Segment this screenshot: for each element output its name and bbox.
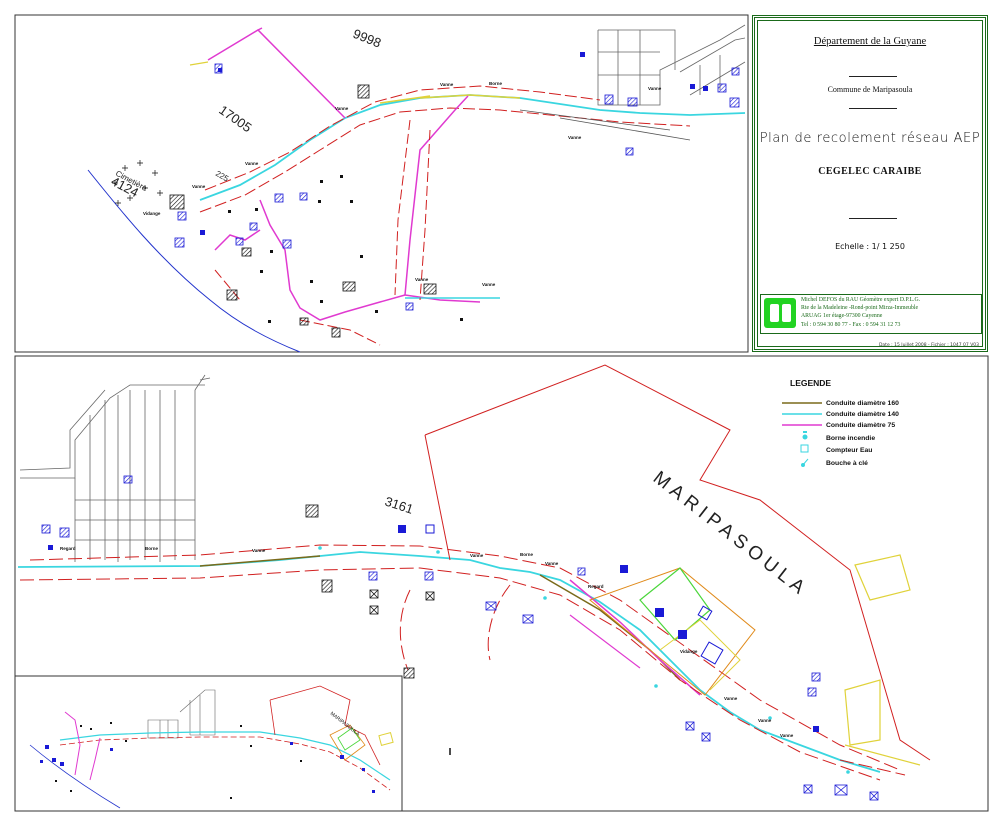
- svg-text:Regard: Regard: [588, 584, 604, 589]
- svg-text:Borne: Borne: [145, 546, 158, 551]
- commune-title: Commune de Maripasoula: [827, 85, 913, 94]
- legend-label-hydrant: Borne incendie: [826, 435, 875, 442]
- legend-label-160: Conduite diamètre 160: [826, 400, 899, 407]
- parcel-label-9998: 9998: [351, 26, 383, 51]
- legend-label-75: Conduite diamètre 75: [826, 422, 895, 429]
- vanne-label: Vanne: [440, 82, 454, 87]
- hydrant-icon: [802, 431, 808, 440]
- svg-text:Vanne: Vanne: [545, 561, 559, 566]
- svg-text:Vanne: Vanne: [758, 718, 772, 723]
- legend-title: LEGENDE: [790, 378, 831, 388]
- water-meter-icon: [800, 444, 809, 453]
- svg-text:Vanne: Vanne: [482, 282, 496, 287]
- surveyor-line: Rte de la Madeleine -Rond-point Mirza-Im…: [801, 305, 919, 312]
- scale-label: Echelle : 1/ 1 250: [835, 242, 905, 251]
- divider: [849, 218, 897, 219]
- svg-text:Vanne: Vanne: [252, 548, 266, 553]
- surveyor-line: ARUAG 1er étage-97300 Cayenne: [801, 313, 883, 320]
- valve-key-icon: [801, 458, 809, 467]
- parcel-label-17005: 17005: [216, 102, 254, 135]
- parcel-label-225: 225: [214, 169, 231, 184]
- title-block-inner-border: [757, 20, 983, 347]
- svg-text:Vanne: Vanne: [780, 733, 794, 738]
- svg-text:Vanne: Vanne: [568, 135, 582, 140]
- legend-label-meter: Compteur Eau: [826, 447, 872, 454]
- divider: [849, 108, 897, 109]
- top-map-frame: [14, 14, 749, 353]
- department-title: Département de la Guyane: [813, 36, 927, 47]
- surveyor-line: Michel DEFOS du RAU Géomètre expert D.P.…: [801, 297, 921, 303]
- town-label-maripasoula: MARIPASOULA: [649, 467, 812, 601]
- svg-text:Borne: Borne: [489, 81, 502, 86]
- file-date: Date : 15 Juillet 2008 - Fichier : 1047 …: [878, 343, 979, 348]
- surveyor-logo: [764, 298, 796, 328]
- svg-text:Vidange: Vidange: [680, 649, 698, 654]
- company-name: CEGELEC CARAIBE: [818, 166, 922, 177]
- svg-text:Vanne: Vanne: [648, 86, 662, 91]
- svg-text:Borne: Borne: [520, 552, 533, 557]
- svg-text:Vanne: Vanne: [724, 696, 738, 701]
- bottom-map: Regard Borne Vanne Vanne Borne Vanne Reg…: [17, 364, 931, 801]
- svg-text:Vidange: Vidange: [143, 211, 161, 216]
- bottom-map-frame: [14, 355, 989, 812]
- title-block: Département de la Guyane Commune de Mari…: [752, 15, 988, 352]
- legend: LEGENDE Conduite diamètre 160 Conduite d…: [782, 378, 899, 467]
- plan-title: Plan de recolement réseau AEP: [759, 131, 981, 146]
- svg-text:Vanne: Vanne: [192, 184, 206, 189]
- parcel-label-3161: 3161: [383, 494, 415, 517]
- surveyor-details: Michel DEFOS du RAU Géomètre expert D.P.…: [801, 296, 981, 329]
- svg-text:Vanne: Vanne: [415, 277, 429, 282]
- legend-label-140: Conduite diamètre 140: [826, 411, 899, 418]
- surveyor-line: Tel : 0 594 30 80 77 - Fax : 0 594 31 12…: [801, 321, 901, 328]
- svg-text:Vanne: Vanne: [245, 161, 259, 166]
- surveyor-box: Michel DEFOS du RAU Géomètre expert D.P.…: [760, 294, 982, 334]
- top-map: Vanne Borne Vanne Vanne Vanne Vanne Vann…: [87, 24, 746, 353]
- svg-text:Regard: Regard: [60, 546, 76, 551]
- divider: [849, 76, 897, 77]
- svg-text:Vanne: Vanne: [470, 553, 484, 558]
- legend-label-valve: Bouche à clé: [826, 460, 868, 467]
- svg-text:Vanne: Vanne: [335, 106, 349, 111]
